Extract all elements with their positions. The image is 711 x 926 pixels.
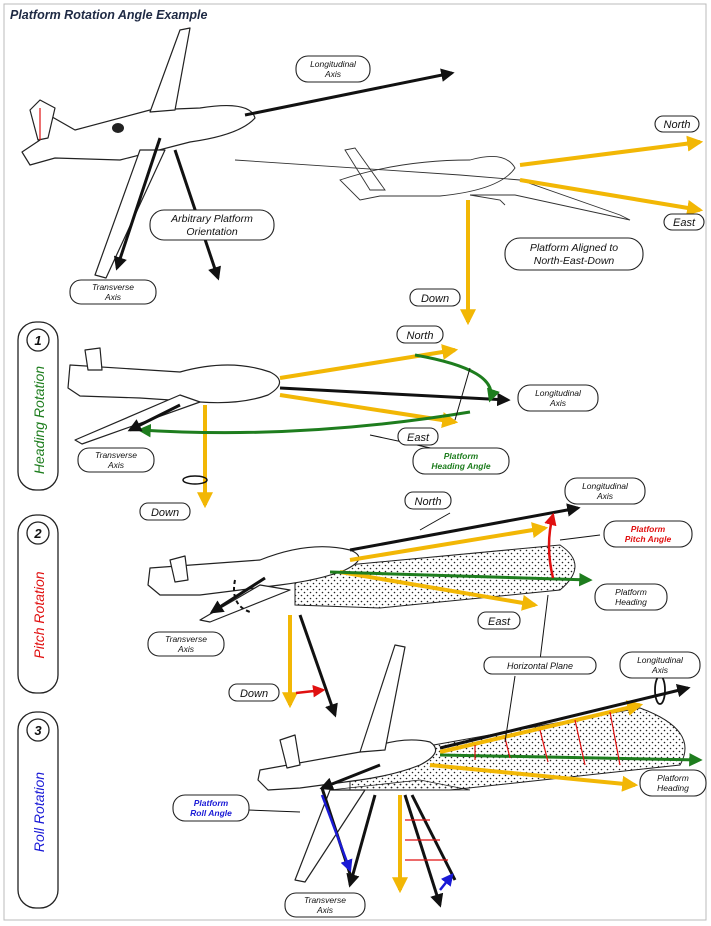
text-long-1b: Axis <box>549 398 567 408</box>
text-long-1a: Longitudinal <box>535 388 582 398</box>
label-ned: Platform Aligned to North-East-Down <box>505 238 643 270</box>
step3-transverse-down <box>350 795 375 885</box>
label-down-2: Down <box>229 684 279 701</box>
text-ned-2: North-East-Down <box>534 255 615 267</box>
label-roll-angle: Platform Roll Angle <box>173 795 249 821</box>
step2-pitch-leader <box>560 535 600 540</box>
step2-down-tilt-arrow <box>296 690 323 693</box>
text-horizontal-plane: Horizontal Plane <box>507 661 573 671</box>
aircraft-step3 <box>258 645 436 882</box>
text-arbitrary-2: Orientation <box>186 226 238 238</box>
step2-north-leader <box>420 513 450 530</box>
top-east-axis <box>520 180 700 210</box>
text-long-3b: Axis <box>651 665 669 675</box>
label-arbitrary-orientation: Arbitrary Platform Orientation <box>150 210 274 240</box>
text-top-transverse-1: Transverse <box>92 282 134 292</box>
text-heading-angle-2: Heading Angle <box>431 461 490 471</box>
text-heading-2b: Heading <box>615 597 647 607</box>
label-longitudinal-3: Longitudinal Axis <box>620 652 700 678</box>
step1-longitudinal-axis <box>280 388 508 400</box>
text-north-1: North <box>407 330 434 342</box>
step1-north-axis <box>280 350 455 378</box>
text-ned-1: Platform Aligned to <box>530 242 618 254</box>
text-pitch-angle-2: Pitch Angle <box>625 534 672 544</box>
aircraft-step1 <box>68 348 280 444</box>
text-trans-2a: Transverse <box>165 634 207 644</box>
text-top-longitudinal-2: Axis <box>324 69 342 79</box>
text-trans-1b: Axis <box>107 460 125 470</box>
text-long-2a: Longitudinal <box>582 481 629 491</box>
text-east-2: East <box>488 616 511 628</box>
label-transverse-1: Transverse Axis <box>78 448 154 472</box>
text-arbitrary-1: Arbitrary Platform <box>170 213 253 225</box>
label-top-transverse: Transverse Axis <box>70 280 156 304</box>
step3-roll-leader <box>248 810 300 812</box>
text-long-3a: Longitudinal <box>637 655 684 665</box>
label-transverse-3: Transverse Axis <box>285 893 365 917</box>
text-east-top: East <box>673 217 696 229</box>
step-name-pitch: Pitch Rotation <box>31 571 47 658</box>
text-heading-angle-1: Platform <box>444 451 479 461</box>
label-north-1: North <box>397 326 443 343</box>
top-north-axis <box>520 142 700 165</box>
step3-down-platform-axis <box>405 795 440 905</box>
text-roll-angle-2: Roll Angle <box>190 808 232 818</box>
step-number-2: 2 <box>33 526 42 541</box>
text-trans-3a: Transverse <box>304 895 346 905</box>
label-down-1: Down <box>140 503 190 520</box>
text-east-1: East <box>407 432 430 444</box>
text-long-2b: Axis <box>596 491 614 501</box>
label-east-top: East <box>664 214 704 230</box>
label-longitudinal-1: Longitudinal Axis <box>518 385 598 411</box>
step-panel-pitch: 2 Pitch Rotation <box>18 515 58 693</box>
step2-down-platform-axis <box>300 615 335 715</box>
label-east-1: East <box>398 428 438 445</box>
label-heading-angle: Platform Heading Angle <box>413 448 509 474</box>
text-heading-2a: Platform <box>615 587 647 597</box>
label-north-2: North <box>405 492 451 509</box>
label-top-longitudinal: Longitudinal Axis <box>296 56 370 82</box>
text-down-2: Down <box>240 688 268 700</box>
step1-heading-arc-right <box>415 355 491 400</box>
step3-roll-arrow-right <box>440 875 452 890</box>
step-number-1: 1 <box>34 333 41 348</box>
step3-roll-rotation-symbol <box>655 676 665 704</box>
step-number-3: 3 <box>34 723 42 738</box>
text-roll-angle-1: Platform <box>194 798 229 808</box>
text-north-2: North <box>415 496 442 508</box>
text-down-top: Down <box>421 293 449 305</box>
text-trans-2b: Axis <box>177 644 195 654</box>
label-horizontal-plane: Horizontal Plane <box>484 657 596 674</box>
text-top-transverse-2: Axis <box>104 292 122 302</box>
text-top-longitudinal-1: Longitudinal <box>310 59 357 69</box>
label-pitch-angle: Platform Pitch Angle <box>604 521 692 547</box>
text-north-top: North <box>664 119 691 131</box>
step2-plane-leader <box>540 595 548 660</box>
text-trans-3b: Axis <box>316 905 334 915</box>
step-name-roll: Roll Rotation <box>31 772 47 852</box>
text-heading-3a: Platform <box>657 773 689 783</box>
label-down-top: Down <box>410 289 460 306</box>
label-north-top: North <box>655 116 699 132</box>
label-transverse-2: Transverse Axis <box>148 632 224 656</box>
step-name-heading: Heading Rotation <box>31 366 47 474</box>
label-heading-2: Platform Heading <box>595 584 667 610</box>
text-down-1: Down <box>151 507 179 519</box>
label-east-2: East <box>478 612 520 629</box>
label-heading-3: Platform Heading <box>640 770 706 796</box>
text-pitch-angle-1: Platform <box>631 524 666 534</box>
label-longitudinal-2: Longitudinal Axis <box>565 478 645 504</box>
step-panel-heading: 1 Heading Rotation <box>18 322 58 490</box>
step-panel-roll: 3 Roll Rotation <box>18 712 58 908</box>
text-trans-1a: Transverse <box>95 450 137 460</box>
text-heading-3b: Heading <box>657 783 689 793</box>
